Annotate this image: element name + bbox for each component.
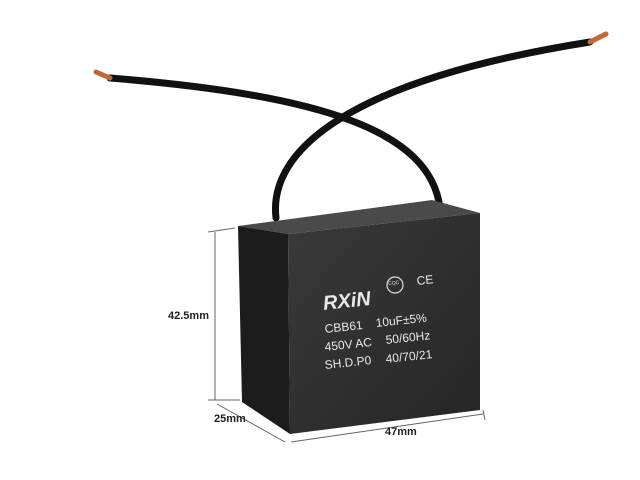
wire-right — [271, 38, 594, 222]
height-dimension: 42.5mm — [168, 310, 209, 322]
wire-left — [106, 74, 444, 212]
capacitor-front-face — [288, 213, 480, 434]
capacitor-side-face — [238, 226, 290, 434]
width-dimension: 47mm — [385, 426, 417, 438]
cqc-label: CQC — [388, 279, 400, 287]
ce-mark: CE — [416, 272, 435, 288]
depth-dimension: 25mm — [214, 413, 246, 425]
dimension-lines — [207, 227, 486, 443]
copper-tip-right — [587, 31, 609, 45]
cqc-mark — [386, 276, 404, 294]
capacitor-top-face — [238, 200, 480, 234]
copper-tip-left — [93, 69, 113, 81]
